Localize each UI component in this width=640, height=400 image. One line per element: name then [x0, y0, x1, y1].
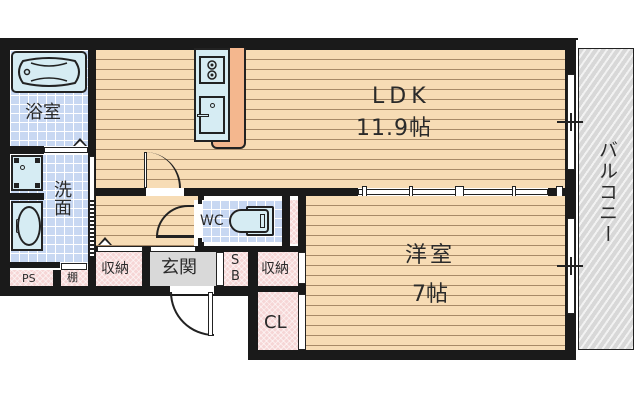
storage-left-label: 収納 — [101, 261, 129, 277]
bath-door[interactable] — [44, 147, 88, 153]
wall-storage-cl — [258, 286, 306, 292]
closet — [258, 292, 298, 350]
western-room-floor — [306, 196, 565, 350]
washroom-label: 洗面 — [51, 180, 72, 216]
shoe-box-label-s: S — [231, 253, 240, 268]
shoe-box-label-b: B — [231, 269, 240, 284]
wall-entrance-bottom-left — [142, 286, 170, 294]
outer-wall-top — [0, 38, 578, 50]
ldk-label: LDK — [372, 84, 431, 109]
wall-wc-bottom — [96, 246, 306, 252]
shelf-top-board — [61, 263, 87, 270]
wall-wc-left-lower — [198, 238, 204, 248]
wall-closet-left — [248, 250, 258, 360]
entrance-floor — [150, 252, 216, 286]
ldk-door-leaf — [144, 152, 147, 188]
wall-storage-entrance — [142, 252, 150, 294]
storage-left — [96, 252, 142, 286]
toilet-seat-mark — [260, 214, 265, 228]
shelf — [61, 270, 88, 286]
storage-right-label: 収納 — [261, 261, 289, 277]
ldk-size: 11.9帖 — [356, 116, 432, 141]
shelf-label: 棚 — [67, 271, 78, 284]
door-arrow-icon — [75, 141, 85, 146]
closet-door[interactable] — [298, 294, 306, 350]
toilet-bowl-icon — [229, 209, 269, 233]
pipe-duct — [290, 200, 298, 244]
entrance-step-board — [150, 246, 196, 252]
balcony — [578, 48, 634, 350]
sink-icon — [197, 96, 225, 134]
washbasin-icon — [11, 201, 43, 251]
wall-bath-bottom — [0, 146, 44, 154]
bathtub-icon — [11, 51, 87, 93]
bath-label: 浴室 — [25, 102, 61, 123]
front-door-opening — [170, 286, 214, 294]
wall-ldk-bottom — [96, 188, 358, 196]
wall-wash-divider — [0, 193, 44, 200]
door-opening — [146, 188, 184, 196]
outer-wall-bottom-right — [248, 350, 578, 360]
western-room-size: 7帖 — [412, 282, 448, 307]
wall-sb-bottom — [214, 286, 258, 294]
ldk-floor — [96, 50, 565, 188]
sliding-door-ldk-western[interactable] — [358, 189, 548, 195]
storage-right — [258, 252, 298, 286]
pipe-space-label: PS — [22, 272, 36, 285]
window-cross-mark — [570, 257, 572, 275]
front-door-leaf — [208, 292, 213, 336]
pipe-space — [10, 270, 53, 286]
washing-machine-icon — [11, 155, 43, 191]
wc-door-leaf — [156, 235, 196, 238]
stove-icon — [199, 56, 225, 84]
door-opening — [194, 200, 202, 246]
wc-label: WC — [200, 213, 224, 229]
outer-wall-left — [0, 38, 10, 296]
door-arrow-icon — [100, 240, 110, 245]
entrance-label: 玄関 — [161, 257, 197, 278]
sliding-door-track — [90, 200, 94, 256]
wall-ps-top — [10, 262, 60, 268]
balcony-label: バルコニー — [596, 140, 618, 245]
wall-wc-right — [282, 196, 290, 248]
hall-storage-door[interactable] — [97, 246, 143, 252]
wall-wc-left — [198, 196, 204, 204]
shoe-box-doors[interactable] — [216, 252, 224, 286]
western-room-label: 洋室 — [405, 243, 456, 268]
window-cross-mark — [570, 113, 572, 131]
closet-label: CL — [264, 312, 287, 333]
outer-wall-bottom-left — [0, 286, 260, 296]
shoe-box — [224, 252, 248, 286]
wall-ps-shelf — [53, 270, 61, 286]
